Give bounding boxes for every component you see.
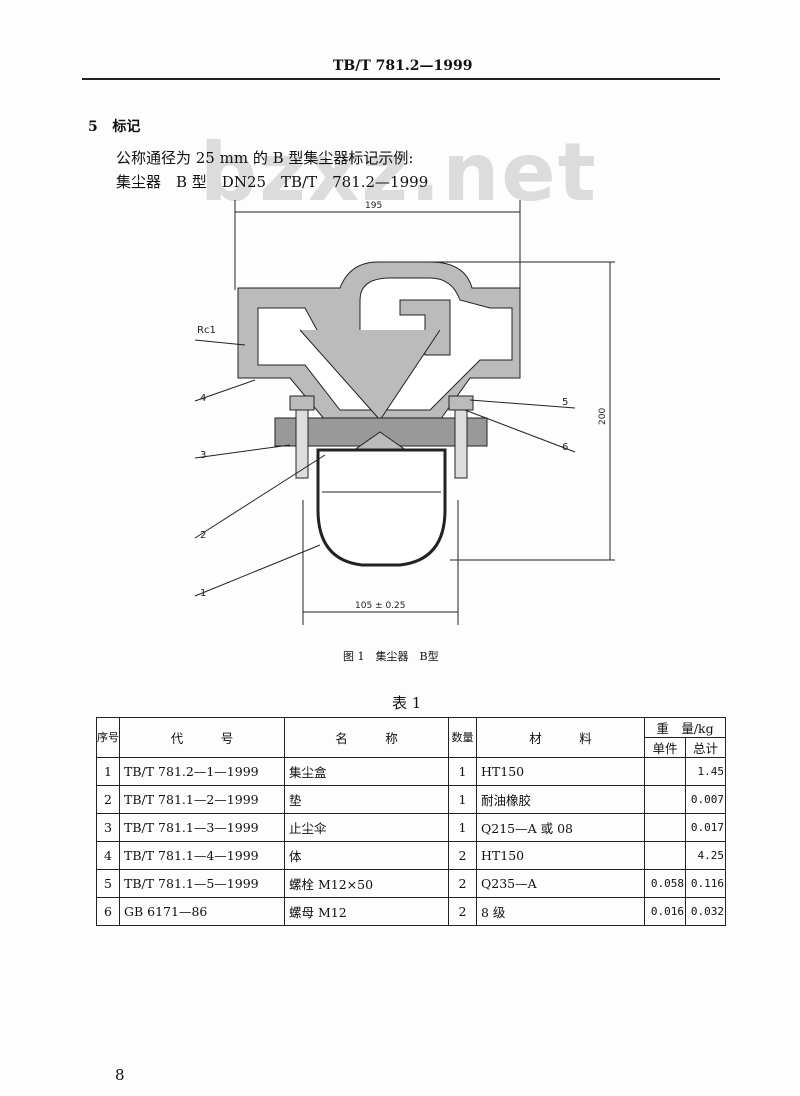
cell-total: 0.032 xyxy=(685,897,726,926)
figure-caption: 图 1 集尘器 B型 xyxy=(343,650,439,663)
cell-code: TB/T 781.1—2—1999 xyxy=(119,785,285,814)
label-rc: Rc1 xyxy=(197,325,216,336)
section-number: 5 xyxy=(88,119,98,135)
header-name: 名 称 xyxy=(284,717,449,758)
header-no: 序号 xyxy=(96,717,120,758)
cell-code: GB 6171—86 xyxy=(119,897,285,926)
cell-no: 6 xyxy=(96,897,120,926)
cell-material: Q235—A xyxy=(476,869,645,898)
header-material: 材 料 xyxy=(476,717,645,758)
label-2: 2 xyxy=(200,530,206,541)
label-1: 1 xyxy=(200,588,206,599)
cell-name: 止尘伞 xyxy=(284,813,449,842)
cell-name: 垫 xyxy=(284,785,449,814)
cell-total: 1.45 xyxy=(685,757,726,786)
watermark: bzxz.net xyxy=(200,126,598,219)
label-4: 4 xyxy=(200,393,206,404)
cell-code: TB/T 781.1—5—1999 xyxy=(119,869,285,898)
cell-no: 3 xyxy=(96,813,120,842)
header-total: 总计 xyxy=(685,737,726,758)
cell-no: 5 xyxy=(96,869,120,898)
cell-total: 4.25 xyxy=(685,841,726,870)
dim-base: 105 ± 0.25 xyxy=(355,601,405,611)
cell-unit xyxy=(644,813,686,842)
cell-name: 体 xyxy=(284,841,449,870)
running-header: TB/T 781.2—1999 xyxy=(333,58,473,74)
section-heading: 5 标记 xyxy=(88,116,140,136)
page-number: 8 xyxy=(115,1066,125,1084)
cell-unit xyxy=(644,785,686,814)
cell-code: TB/T 781.2—1—1999 xyxy=(119,757,285,786)
cell-material: HT150 xyxy=(476,841,645,870)
table-header-row: 序号 代 号 名 称 数量 材 料 重 量/kg xyxy=(96,717,726,758)
cell-name: 螺母 M12 xyxy=(284,897,449,926)
label-5: 5 xyxy=(562,397,568,408)
header-weight: 重 量/kg xyxy=(644,717,726,738)
section-title: 标记 xyxy=(112,119,141,135)
cell-unit xyxy=(644,841,686,870)
cell-total: 0.007 xyxy=(685,785,726,814)
cell-no: 1 xyxy=(96,757,120,786)
cell-unit xyxy=(644,757,686,786)
cell-qty: 1 xyxy=(448,813,477,842)
cell-unit: 0.058 xyxy=(644,869,686,898)
cell-no: 4 xyxy=(96,841,120,870)
cell-name: 螺栓 M12×50 xyxy=(284,869,449,898)
cell-material: Q215—A 或 08 xyxy=(476,813,645,842)
cell-qty: 2 xyxy=(448,869,477,898)
label-3: 3 xyxy=(200,450,206,461)
cell-qty: 1 xyxy=(448,757,477,786)
header-qty: 数量 xyxy=(448,717,477,758)
header-rule xyxy=(82,78,720,80)
cell-material: HT150 xyxy=(476,757,645,786)
cell-qty: 2 xyxy=(448,897,477,926)
cell-total: 0.116 xyxy=(685,869,726,898)
cell-qty: 2 xyxy=(448,841,477,870)
cell-code: TB/T 781.1—3—1999 xyxy=(119,813,285,842)
cell-no: 2 xyxy=(96,785,120,814)
dust-collector-drawing: 195 200 105 ± 0.25 xyxy=(194,200,615,625)
table-title: 表 1 xyxy=(392,694,422,712)
cell-code: TB/T 781.1—4—1999 xyxy=(119,841,285,870)
marking-paragraph: 公称通径为 25 mm 的 B 型集尘器标记示例: xyxy=(116,149,414,167)
cell-qty: 1 xyxy=(448,785,477,814)
dim-width: 195 xyxy=(365,201,382,211)
header-code: 代 号 xyxy=(119,717,285,758)
cell-material: 耐油橡胶 xyxy=(476,785,645,814)
dim-height: 200 xyxy=(598,408,608,425)
header-unit: 单件 xyxy=(644,737,686,758)
cell-name: 集尘盒 xyxy=(284,757,449,786)
label-6: 6 xyxy=(562,442,568,453)
cell-material: 8 级 xyxy=(476,897,645,926)
cell-total: 0.017 xyxy=(685,813,726,842)
marking-example: 集尘器 B 型 DN25 TB/T 781.2—1999 xyxy=(116,173,429,191)
cell-unit: 0.016 xyxy=(644,897,686,926)
